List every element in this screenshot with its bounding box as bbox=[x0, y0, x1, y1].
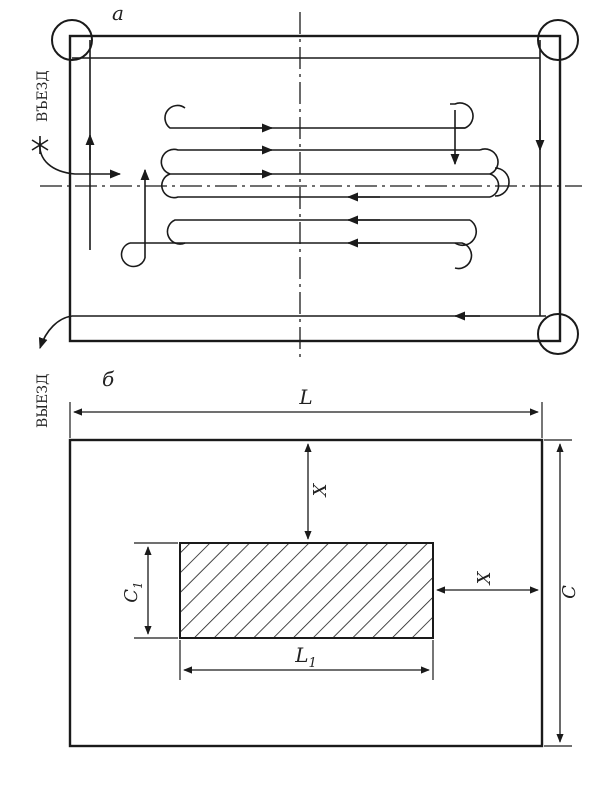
diagram-b: б L C X X C1 bbox=[68, 367, 580, 748]
dim-label-X-top: X bbox=[310, 482, 331, 498]
diagram-a: а bbox=[31, 1, 582, 428]
diagram-a-label: а bbox=[112, 1, 124, 25]
site-outline-a bbox=[68, 34, 562, 343]
dim-label-X-side: X bbox=[474, 570, 495, 586]
dim-label-C1: C bbox=[121, 589, 142, 603]
paved-area bbox=[179, 542, 434, 639]
turn-loop-bottom-right bbox=[537, 313, 579, 355]
dim-label-C1-sub: 1 bbox=[131, 581, 145, 589]
site-outline-b bbox=[68, 438, 544, 748]
entry-label: ВЪЕЗД bbox=[35, 70, 51, 122]
exit-label: ВЫЕЗД bbox=[35, 374, 51, 428]
turn-loop-top-left bbox=[51, 19, 93, 61]
dim-label-C: C bbox=[559, 585, 580, 599]
dim-label-L: L bbox=[298, 385, 312, 409]
perimeter-route bbox=[38, 40, 546, 350]
entry-route bbox=[31, 136, 122, 179]
compaction-passes bbox=[120, 102, 510, 270]
turn-loop-top-right bbox=[537, 19, 579, 61]
entry-marker-icon bbox=[31, 136, 49, 154]
svg-text:L1: L1 bbox=[294, 643, 317, 671]
dim-label-L1: L bbox=[294, 643, 308, 667]
dim-label-C1-group: C1 bbox=[121, 581, 145, 602]
dim-label-L1-sub: 1 bbox=[309, 656, 317, 671]
diagram-b-label: б bbox=[102, 367, 115, 391]
svg-text:C1: C1 bbox=[121, 581, 145, 602]
